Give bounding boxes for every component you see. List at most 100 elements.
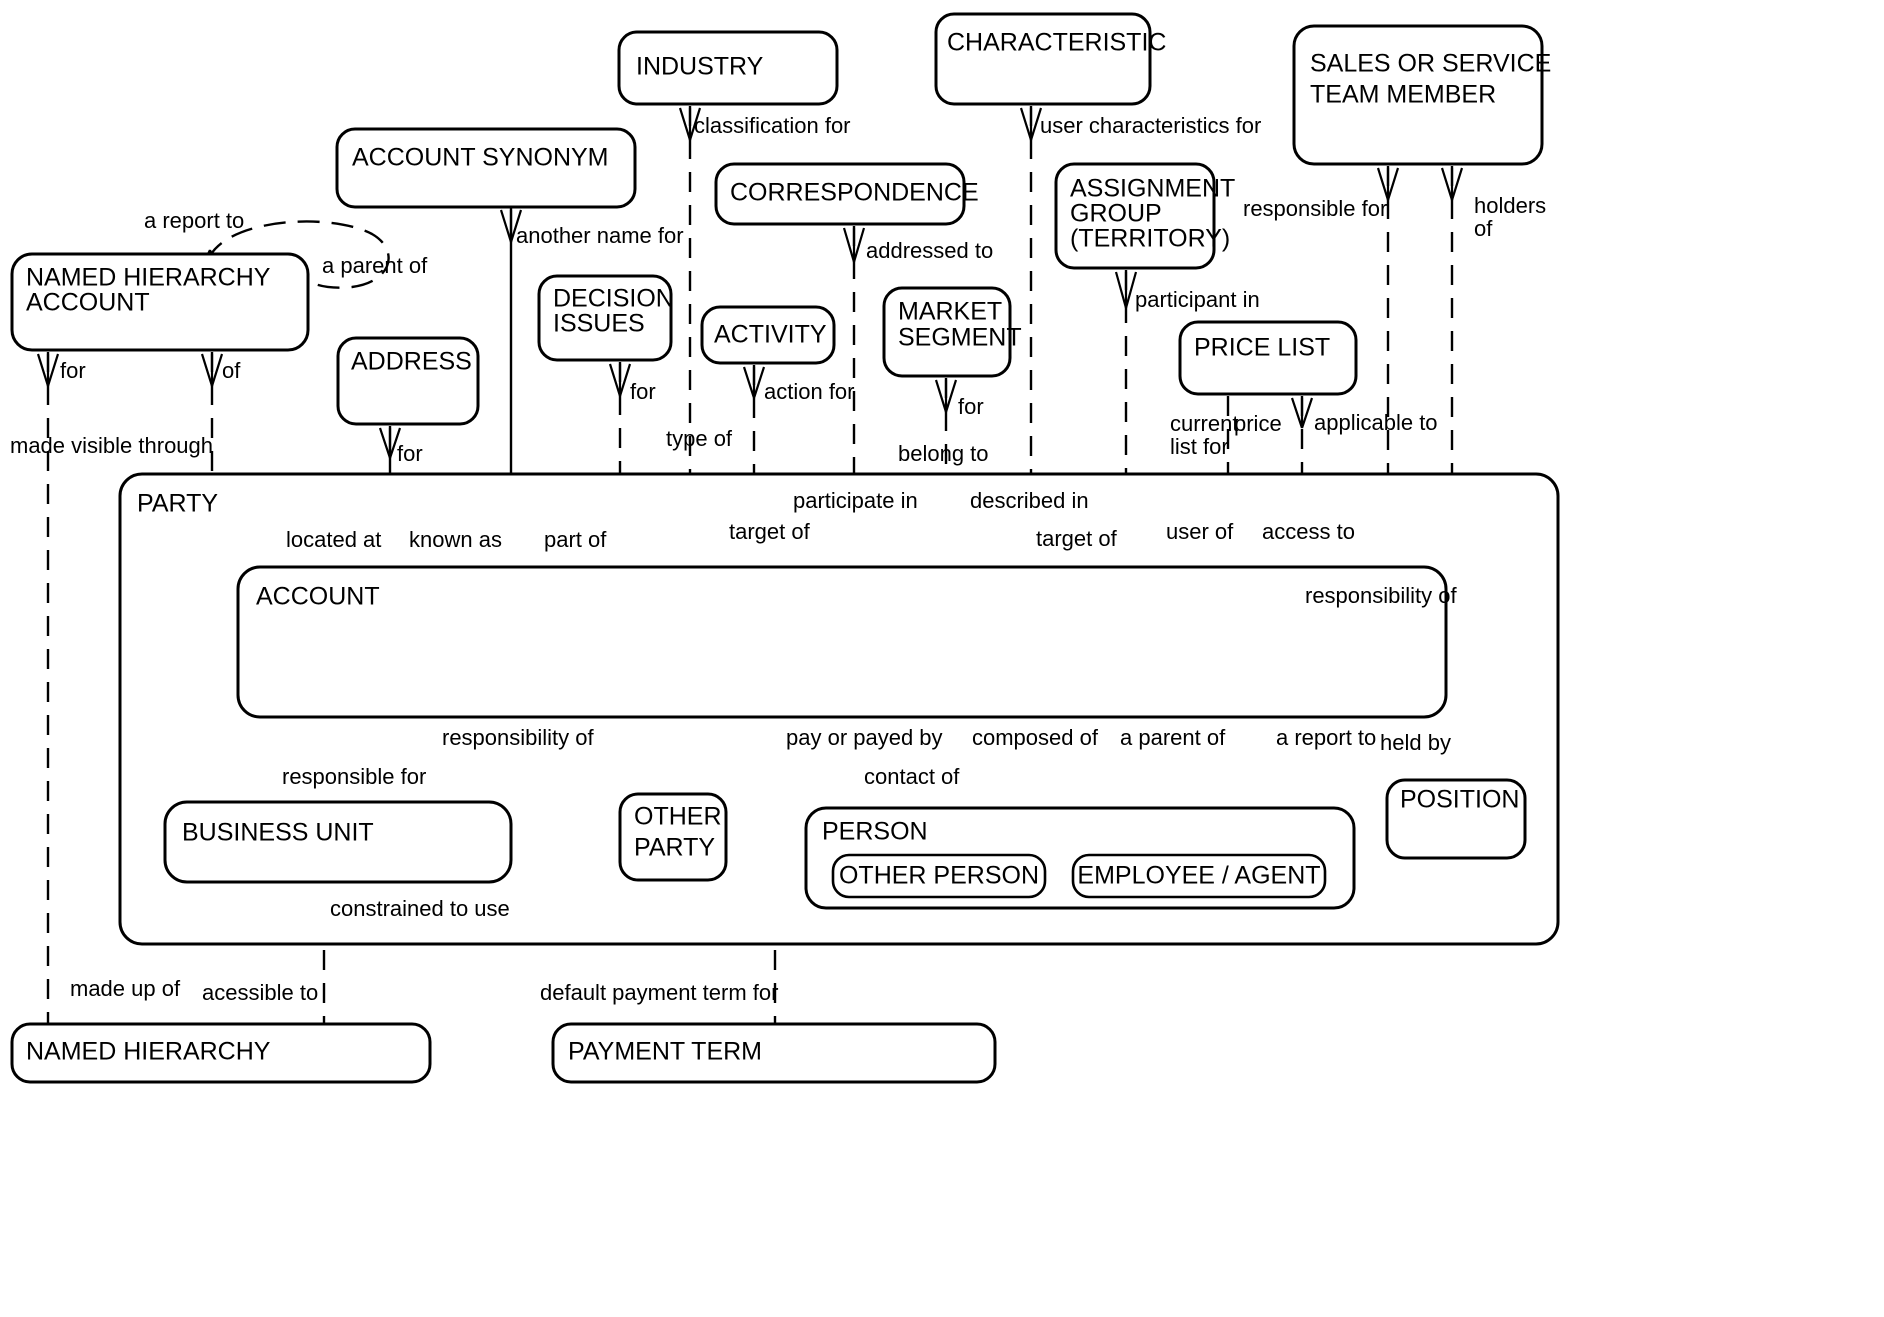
rel-label-target-of-activity: target of	[729, 519, 811, 544]
crowfoot-nha-of	[200, 353, 224, 387]
rel-label-part-of: part of	[544, 527, 607, 552]
entity-account-rect[interactable]	[236, 565, 1448, 719]
rel-label-default-payment-term-for: default payment term for	[540, 980, 778, 1005]
rel-label-another-name-for: another name for	[516, 223, 684, 248]
rel-label-classification-for: classification for	[694, 113, 851, 138]
rel-label-held-by: held by	[1380, 730, 1451, 755]
entity-market-segment-label-line2: SEGMENT	[898, 324, 1022, 352]
entity-other-party-label-line2: PARTY	[634, 834, 715, 862]
rel-label-a-report-to-person: a report to	[1276, 725, 1376, 750]
entity-named-hierarchy[interactable]: NAMED HIERARCHY	[10, 1022, 432, 1084]
crowfoot-correspondence-top	[842, 227, 866, 263]
entity-sales-team-member-label-line2: TEAM MEMBER	[1310, 81, 1496, 109]
rel-label-responsibility-of-bu: responsibility of	[442, 725, 595, 750]
entity-price-list[interactable]: PRICE LIST	[1178, 320, 1358, 396]
rel-label-user-of: user of	[1166, 519, 1234, 544]
rel-label-known-as: known as	[409, 527, 502, 552]
crowfoot-decision-top	[608, 363, 632, 397]
entity-activity[interactable]: ACTIVITY	[700, 305, 836, 365]
entity-position-label: POSITION	[1400, 786, 1519, 814]
crowfoot-market-top	[934, 379, 958, 413]
link-nha-recursive	[206, 220, 390, 289]
rel-label-target-of-characteristic: target of	[1036, 526, 1118, 551]
entity-decision-issues-label-line1: DECISION	[553, 285, 674, 313]
entity-industry-label: INDUSTRY	[636, 53, 764, 81]
rel-label-access-to: access to	[1262, 519, 1355, 544]
entity-characteristic-rect[interactable]	[934, 12, 1152, 106]
rel-label-for-market-segment: for	[958, 394, 984, 419]
entity-other-person-rect[interactable]	[831, 853, 1047, 899]
rel-label-price: price	[1234, 411, 1282, 436]
entity-address[interactable]: ADDRESS	[336, 336, 480, 426]
entity-correspondence[interactable]: CORRESPONDENCE	[714, 162, 979, 226]
rel-label-holders-of-line1: holders	[1474, 193, 1546, 218]
entity-decision-issues[interactable]: DECISION ISSUES	[537, 274, 674, 362]
entity-market-segment[interactable]: MARKET SEGMENT	[882, 286, 1022, 378]
entity-address-rect[interactable]	[336, 336, 480, 426]
crowfoot-nha-for	[36, 353, 60, 387]
entity-decision-issues-label-line2: ISSUES	[553, 310, 645, 338]
entity-other-party[interactable]: OTHER PARTY	[618, 792, 728, 882]
rel-label-type-of: type of	[666, 426, 733, 451]
entity-payment-term[interactable]: PAYMENT TERM	[551, 1022, 997, 1084]
entity-business-unit-rect[interactable]	[163, 800, 513, 884]
rel-label-responsible-for-sales: responsible for	[1243, 196, 1387, 221]
entity-account-synonym-label: ACCOUNT SYNONYM	[352, 144, 609, 172]
rel-label-acessible-to: acessible to	[202, 980, 318, 1005]
rel-label-applicable-to: applicable to	[1314, 410, 1438, 435]
entity-person-label: PERSON	[822, 818, 928, 846]
crowfoot-address-top	[378, 427, 402, 459]
entity-industry-rect[interactable]	[617, 30, 839, 106]
entity-employee-agent-rect[interactable]	[1071, 853, 1327, 899]
rel-label-described-in: described in	[970, 488, 1089, 513]
rel-label-a-report-to-nha: a report to	[144, 208, 244, 233]
entity-characteristic[interactable]: CHARACTERISTIC	[934, 12, 1166, 106]
entity-market-segment-rect[interactable]	[882, 286, 1012, 378]
entity-sales-team-member-rect[interactable]	[1292, 24, 1544, 166]
entity-person[interactable]: PERSON OTHER PERSON EMPLOYEE / AGENT	[804, 806, 1356, 910]
entity-named-hierarchy-account[interactable]: NAMED HIERARCHY ACCOUNT	[10, 252, 310, 352]
rel-label-a-parent-of-nha: a parent of	[322, 253, 428, 278]
rel-label-current: current	[1170, 411, 1238, 436]
entity-position-rect[interactable]	[1385, 778, 1527, 860]
entity-other-person-label: OTHER PERSON	[839, 862, 1039, 890]
entity-sales-team-member[interactable]: SALES OR SERVICE TEAM MEMBER	[1292, 24, 1551, 166]
entity-payment-term-rect[interactable]	[551, 1022, 997, 1084]
entity-address-label: ADDRESS	[351, 348, 472, 376]
entity-position[interactable]: POSITION	[1385, 778, 1527, 860]
rel-label-belong-to: belong to	[898, 441, 989, 466]
entity-correspondence-rect[interactable]	[714, 162, 966, 226]
rel-label-responsible-for-bu: responsible for	[282, 764, 426, 789]
entity-decision-issues-rect[interactable]	[537, 274, 673, 362]
crowfoot-characteristic-top	[1019, 107, 1043, 141]
rel-label-action-for-activity: action for	[764, 379, 855, 404]
entity-activity-rect[interactable]	[700, 305, 836, 365]
entity-industry[interactable]: INDUSTRY	[617, 30, 839, 106]
entity-named-hierarchy-account-rect[interactable]	[10, 252, 310, 352]
rel-label-participate-in: participate in	[793, 488, 918, 513]
entity-business-unit[interactable]: BUSINESS UNIT	[163, 800, 513, 884]
entity-account-synonym[interactable]: ACCOUNT SYNONYM	[335, 127, 637, 209]
entity-price-list-label: PRICE LIST	[1194, 334, 1330, 362]
entity-activity-label: ACTIVITY	[714, 321, 827, 349]
entity-other-party-rect[interactable]	[618, 792, 728, 882]
entity-price-list-rect[interactable]	[1178, 320, 1358, 396]
entity-employee-agent-label: EMPLOYEE / AGENT	[1077, 862, 1320, 890]
crowfoot-sales-responsible	[1376, 167, 1400, 201]
entity-account[interactable]: ACCOUNT	[236, 565, 1448, 719]
rel-label-composed-of: composed of	[972, 725, 1099, 750]
entity-assignment-group-label-line1: ASSIGNMENT	[1070, 175, 1235, 203]
entity-other-party-label-line1: OTHER	[634, 803, 722, 831]
rel-label-of-nha-right: of	[222, 358, 241, 383]
rel-label-for-decision-issues: for	[630, 379, 656, 404]
entity-named-hierarchy-rect[interactable]	[10, 1022, 432, 1084]
entity-assignment-group[interactable]: ASSIGNMENT GROUP (TERRITORY)	[1054, 162, 1235, 270]
rel-label-located-at: located at	[286, 527, 381, 552]
rel-label-made-visible-through: made visible through	[10, 433, 213, 458]
entity-account-synonym-rect[interactable]	[335, 127, 637, 209]
entity-boxes: PARTY ACCOUNT BUSINESS UNIT OTHER PARTY …	[10, 12, 1560, 1084]
entity-assignment-group-rect[interactable]	[1054, 162, 1216, 270]
entity-assignment-group-label-line2: GROUP	[1070, 200, 1162, 228]
entity-named-hierarchy-account-label-line2: ACCOUNT	[26, 289, 150, 317]
